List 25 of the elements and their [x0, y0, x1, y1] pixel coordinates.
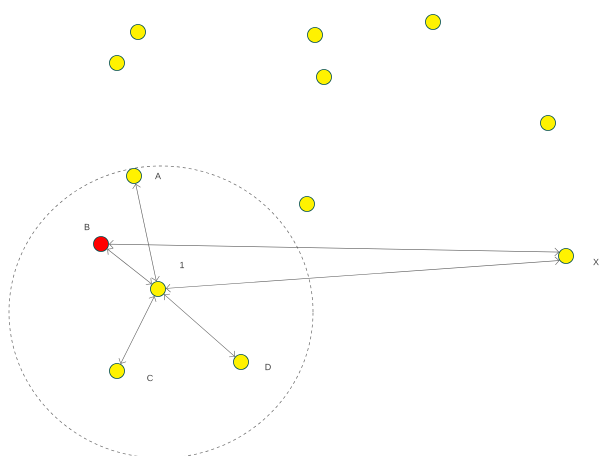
arrow: [108, 240, 560, 256]
dot: [425, 14, 441, 30]
edge-number: 1: [180, 262, 184, 268]
dot: [126, 168, 142, 184]
point-label: D: [266, 364, 271, 370]
dot: [233, 354, 249, 370]
dot: [558, 248, 574, 264]
dot: [299, 196, 315, 212]
dot: [109, 55, 125, 71]
dot: [130, 24, 146, 40]
arrow: [107, 248, 152, 285]
dot: [93, 236, 109, 252]
dot: [307, 27, 323, 43]
dot: [150, 281, 166, 297]
point-label: X: [593, 258, 599, 266]
dot: [109, 363, 125, 379]
dot: [316, 69, 332, 85]
point-label: C: [147, 374, 153, 382]
arrow: [118, 296, 156, 364]
dot: [540, 115, 556, 131]
arrow: [166, 256, 560, 292]
point-label: A: [155, 172, 161, 180]
arrow: [132, 184, 160, 282]
point-label: B: [84, 224, 90, 230]
arrow: [164, 294, 236, 358]
